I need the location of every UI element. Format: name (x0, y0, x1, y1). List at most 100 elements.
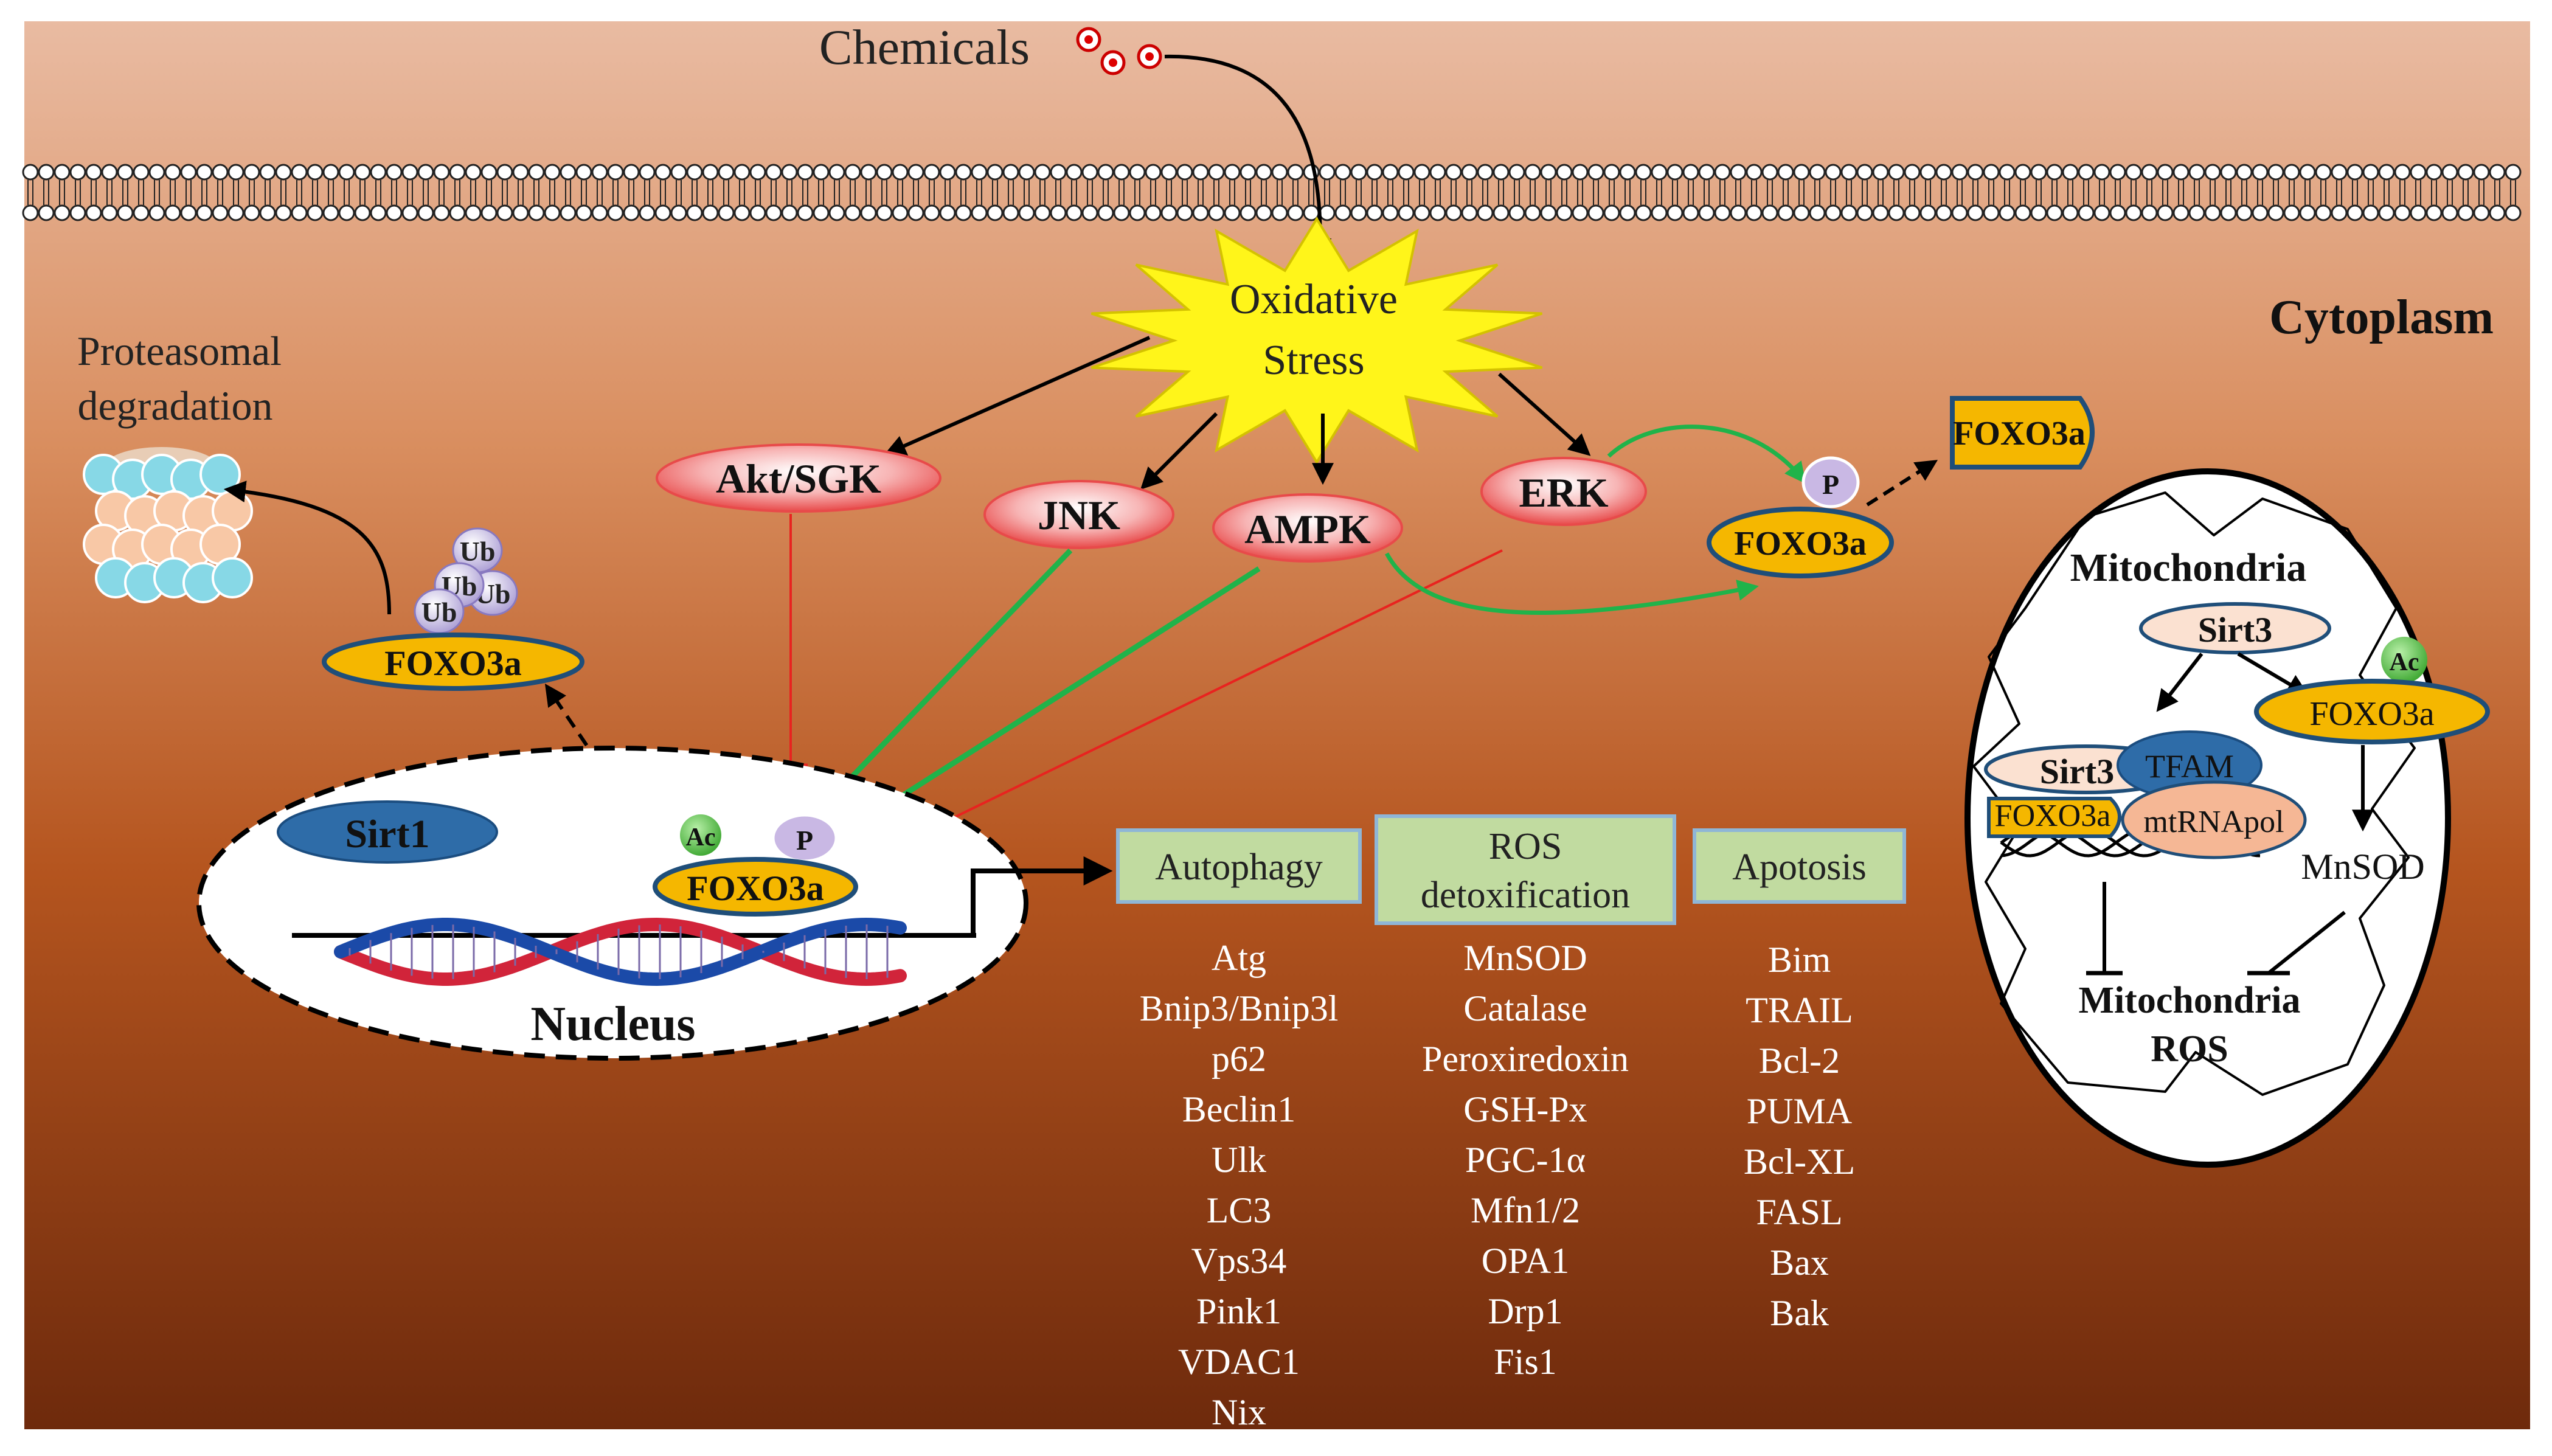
target-gene: Bnip3/Bnip3l (1140, 988, 1339, 1028)
target-gene: Bcl-XL (1744, 1142, 1855, 1182)
mito-ros-label-2: ROS (2151, 1028, 2228, 1070)
acetyl-label: Ac (2390, 648, 2419, 676)
erk-inhibit-line (909, 549, 1503, 841)
target-gene: VDAC1 (1178, 1342, 1300, 1382)
target-gene: Bcl-2 (1759, 1041, 1840, 1081)
foxo3a-nuclear (653, 857, 858, 917)
ub-label: Ub (460, 536, 496, 567)
proteasomal-label-1: Proteasomal (77, 328, 282, 374)
foxo3a-label: FOXO3a (687, 868, 824, 908)
ubfoxo-to-proteasome-arrow (223, 480, 391, 615)
transcription-arrow (971, 856, 1113, 935)
erk-node (1480, 457, 1647, 526)
sirt1-label: Sirt1 (345, 812, 429, 856)
acetyl-label: Ac (686, 823, 716, 851)
target-group-box (1116, 828, 1362, 904)
akt-sgk-label: Akt/SGK (716, 456, 881, 502)
target-gene: Bim (1768, 940, 1831, 980)
foxo3a-mito-import (1950, 396, 2095, 470)
target-group-title: detoxification (1421, 875, 1630, 916)
mnsod-inhibit-line (2267, 910, 2346, 975)
target-gene: OPA1 (1482, 1241, 1570, 1281)
target-gene: TRAIL (1746, 990, 1853, 1030)
stress-to-akt-arrow (884, 336, 1151, 456)
target-gene: Nix (1212, 1392, 1266, 1432)
ampk-to-foxo-arrow (1384, 552, 1759, 615)
foxo3a-mito (2254, 679, 2490, 744)
jnk-label: JNK (1038, 492, 1120, 538)
stress-to-erk-arrow (1497, 372, 1591, 456)
chemical-molecules (1076, 27, 1162, 75)
target-group-title: Apotosis (1732, 847, 1866, 888)
target-gene: GSH-Px (1463, 1089, 1587, 1129)
target-gene: Pink1 (1196, 1291, 1281, 1331)
oxidative-stress-burst (1090, 217, 1543, 465)
erk-to-foxo-arrow (1607, 425, 1806, 484)
target-gene: Fis1 (1494, 1342, 1556, 1382)
target-gene: p62 (1212, 1039, 1266, 1079)
target-group-title: ROS (1489, 826, 1562, 867)
foxo3a-label: FOXO3a (384, 643, 522, 683)
oxidative-stress-label-2: Stress (1263, 337, 1364, 384)
target-gene: Catalase (1463, 988, 1587, 1028)
mitochondria-label: Mitochondria (2070, 546, 2307, 590)
target-gene: Peroxiredoxin (1422, 1039, 1629, 1079)
mtrnapol-node (2121, 780, 2307, 859)
target-gene: MnSOD (1463, 938, 1587, 978)
target-gene: Bax (1770, 1243, 1829, 1283)
sirt3-node (2139, 602, 2331, 654)
ampk-node (1212, 493, 1403, 563)
phospho-label: P (1822, 469, 1839, 500)
chemicals-to-stress-arrow (1164, 54, 1332, 260)
acetyl-group (680, 814, 721, 856)
phospho-group (1801, 456, 1860, 508)
nucleus-label: Nucleus (530, 997, 695, 1051)
target-gene: Ulk (1212, 1140, 1266, 1180)
sirt3-to-tfam-arrow (2156, 653, 2204, 712)
ub-label: Ub (421, 597, 457, 628)
ampk-label: AMPK (1244, 506, 1371, 552)
target-gene: LC3 (1207, 1190, 1272, 1230)
target-gene: Mfn1/2 (1471, 1190, 1580, 1230)
cell-membrane (22, 164, 2522, 221)
target-gene: Bak (1770, 1293, 1829, 1333)
target-gene: PUMA (1747, 1091, 1852, 1131)
oxidative-stress-label-1: Oxidative (1230, 276, 1398, 323)
target-gene: Atg (1212, 938, 1266, 978)
foxo3a-label: FOXO3a (1734, 525, 1867, 563)
jnk-activation-arrow (814, 548, 1073, 816)
target-group-title: Autophagy (1155, 847, 1323, 888)
target-group-box (1693, 828, 1906, 904)
jnk-node (983, 480, 1174, 549)
foxo3a-phosphorylated (1707, 507, 1894, 578)
target-genes: AutophagyAtgBnip3/Bnip3lp62Beclin1UlkLC3… (1116, 814, 1906, 1432)
dna-helix (292, 917, 976, 986)
cytoplasm-label: Cytoplasm (2269, 291, 2494, 344)
proteasomal-label-2: degradation (78, 383, 273, 429)
foxo3a-label: FOXO3a (1953, 415, 2086, 452)
mnsod-label: MnSOD (2301, 847, 2424, 887)
stress-to-jnk-arrow (1140, 412, 1218, 490)
target-gene: FASL (1756, 1192, 1842, 1232)
target-gene: Vps34 (1191, 1241, 1287, 1281)
target-gene: PGC-1α (1465, 1140, 1586, 1180)
foxo-to-mito-arrow (1866, 460, 1938, 507)
foxo3a-mtdna (1987, 797, 2121, 838)
sirt3-label: Sirt3 (2198, 610, 2272, 650)
foxo3a-ubiquitinated (322, 633, 584, 691)
phospho-label: P (796, 825, 813, 856)
acetyl-group (2381, 637, 2427, 683)
nuclear-export-arrow (544, 684, 613, 783)
target-group-box (1375, 814, 1676, 925)
erk-label: ERK (1519, 470, 1608, 516)
sirt3-label: Sirt3 (2040, 752, 2114, 791)
tfam-label: TFAM (2145, 748, 2234, 785)
foxo3a-label: FOXO3a (2309, 695, 2434, 733)
mito-ros-label-1: Mitochondria (2078, 980, 2300, 1021)
foxo3a-label: FOXO3a (1995, 799, 2111, 833)
ampk-activation-arrow (853, 566, 1261, 827)
akt-sgk-node (656, 443, 941, 513)
chemicals-label: Chemicals (819, 19, 1030, 75)
